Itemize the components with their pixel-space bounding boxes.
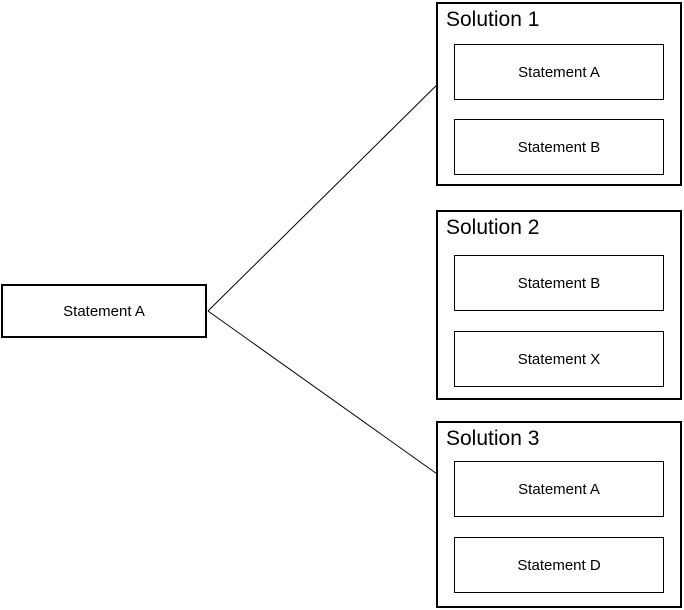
solution-2-statement-2-label: Statement X: [517, 350, 601, 368]
arrow-to-solution-1-statement-a: [207, 70, 452, 312]
solution-2-statement-1: Statement B: [454, 255, 664, 311]
source-statement-box: Statement A: [1, 284, 207, 338]
solution-1-title: Solution 1: [446, 8, 540, 31]
solution-1-box: Solution 1 Statement A Statement B: [436, 2, 682, 186]
solution-1-statement-1-label: Statement A: [518, 63, 600, 81]
arrow-to-solution-3-statement-a: [207, 310, 455, 487]
solution-2-title: Solution 2: [446, 216, 540, 239]
solution-1-statement-2: Statement B: [454, 119, 664, 175]
solution-3-statement-2-label: Statement D: [517, 556, 601, 574]
solution-2-statement-1-label: Statement B: [517, 274, 601, 292]
solution-1-statement-1: Statement A: [454, 44, 664, 100]
solution-1-statement-2-label: Statement B: [517, 138, 601, 156]
solution-3-statement-2: Statement D: [454, 537, 664, 593]
solution-3-statement-1-label: Statement A: [518, 480, 600, 498]
solution-3-statement-1: Statement A: [454, 461, 664, 517]
solution-3-title: Solution 3: [446, 427, 540, 450]
source-statement-label: Statement A: [63, 302, 145, 320]
solution-2-box: Solution 2 Statement B Statement X: [436, 210, 682, 400]
solution-2-statement-2: Statement X: [454, 331, 664, 387]
solution-3-box: Solution 3 Statement A Statement D: [436, 421, 682, 608]
